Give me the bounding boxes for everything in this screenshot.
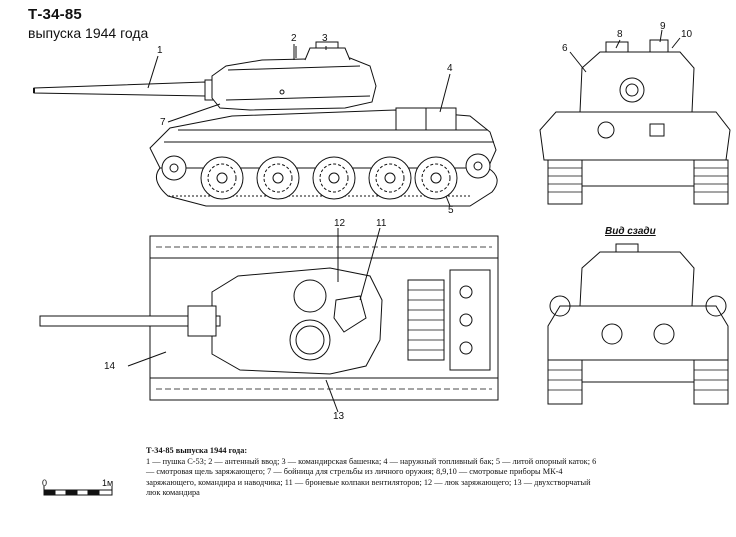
callout-12: 12 (334, 218, 346, 229)
front-view (539, 29, 731, 205)
rear-view (547, 243, 729, 405)
callout-10: 10 (681, 29, 693, 40)
legend-caption: Т-34-85 выпуска 1944 года: 1 — пушка С-5… (146, 446, 606, 499)
top-turret (211, 267, 383, 375)
callout-9: 9 (660, 21, 666, 32)
caption-title: Т-34-85 выпуска 1944 года: (146, 446, 248, 455)
scale-start-label: 0 (42, 478, 48, 488)
callout-7: 7 (160, 117, 166, 128)
side-cupola (304, 47, 351, 61)
callout-8: 8 (617, 29, 623, 40)
side-view (33, 41, 498, 207)
callout-11: 11 (376, 218, 387, 229)
gun-barrel (33, 81, 206, 97)
road-wheel (200, 156, 244, 200)
page-subtitle: выпуска 1944 года (28, 25, 149, 41)
road-wheel (256, 156, 300, 200)
top-view (39, 227, 499, 413)
callout-6: 6 (562, 43, 568, 54)
callout-13: 13 (333, 411, 345, 422)
road-wheel (414, 156, 458, 200)
callout-1: 1 (157, 45, 163, 56)
callout-14: 14 (104, 361, 116, 372)
page-title: Т-34-85 (28, 6, 82, 23)
callout-5: 5 (448, 205, 454, 216)
scale-end-label: 1м (102, 478, 114, 488)
callout-2: 2 (291, 33, 297, 44)
callout-3: 3 (322, 33, 328, 44)
callout-4: 4 (447, 63, 453, 74)
road-wheel (368, 156, 412, 200)
rear-view-label: Вид сзади (605, 226, 656, 237)
road-wheel (312, 156, 356, 200)
caption-text: 1 — пушка С-53; 2 — антенный ввод; 3 — к… (146, 456, 597, 498)
scale-bar (43, 486, 113, 496)
